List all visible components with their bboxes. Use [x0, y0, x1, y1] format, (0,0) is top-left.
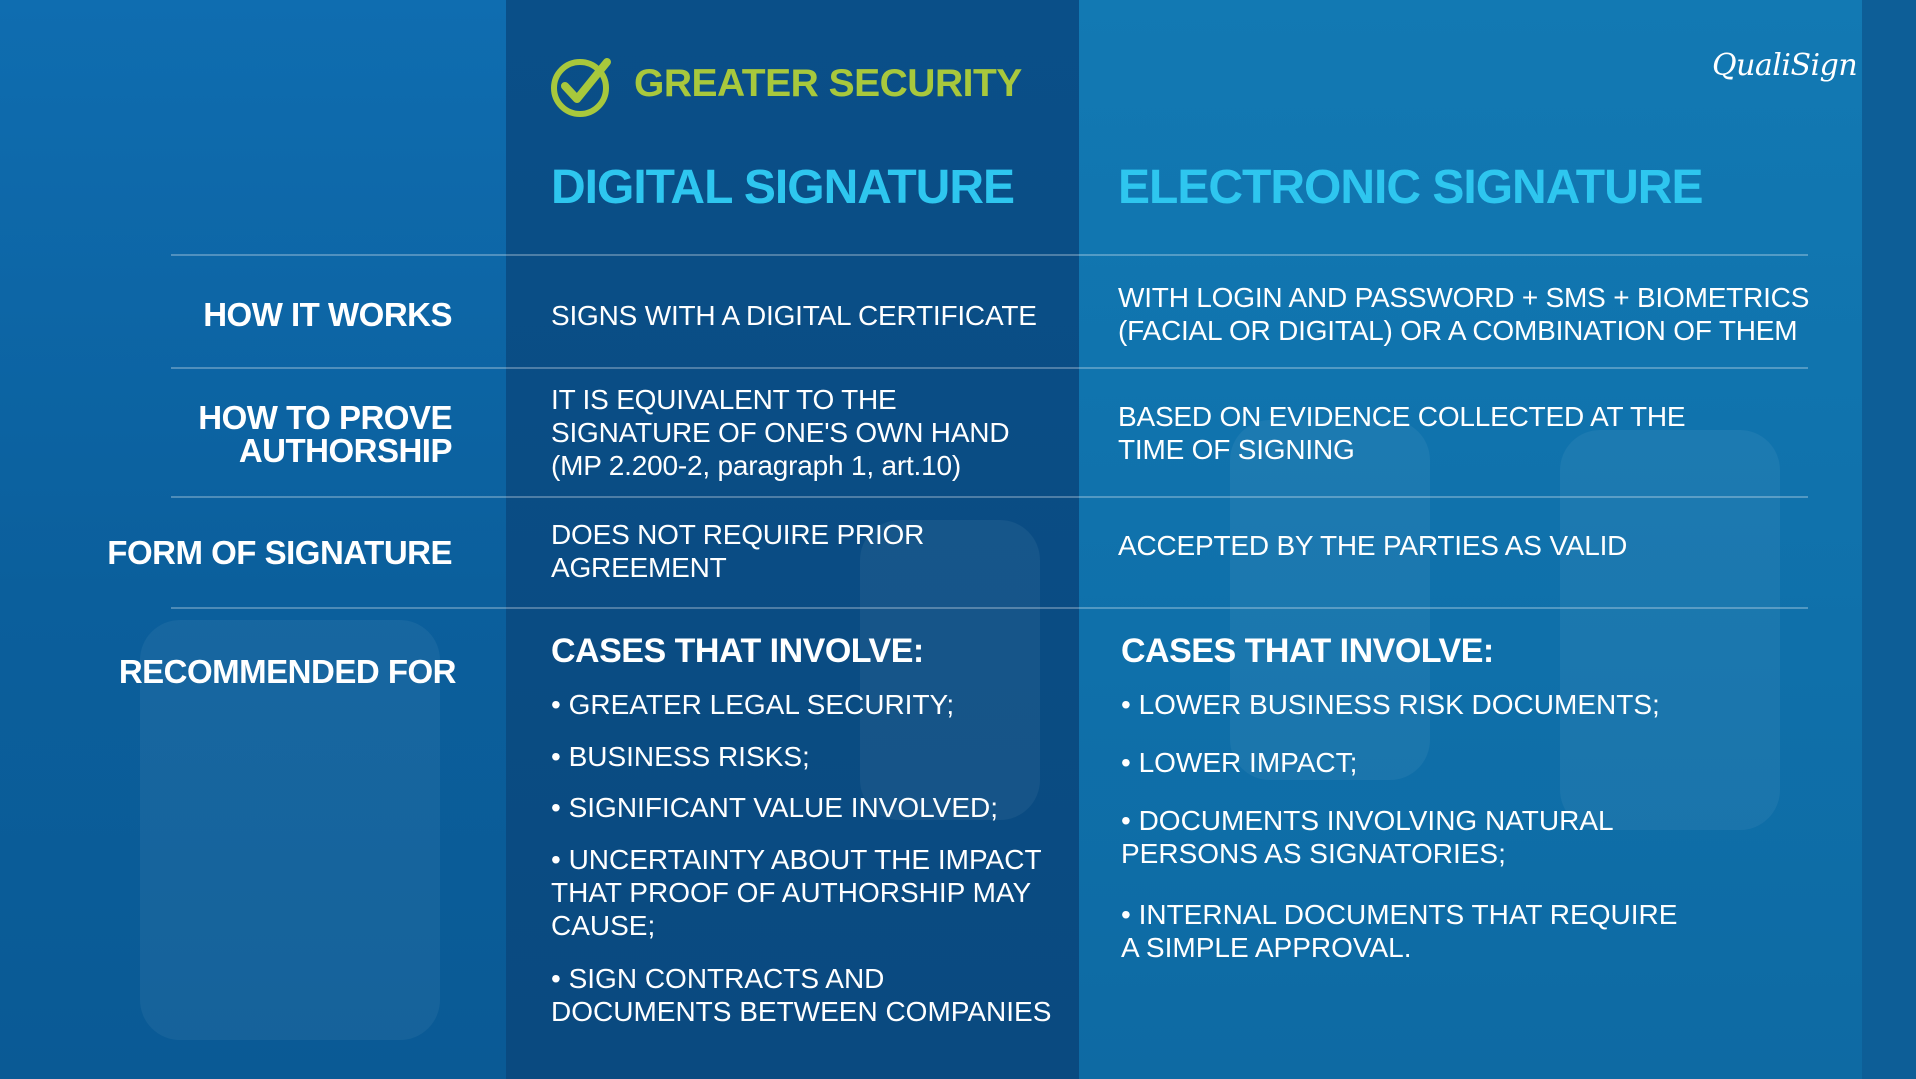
text-line: TIME OF SIGNING [1118, 434, 1355, 465]
prove-authorship-electronic: BASED ON EVIDENCE COLLECTED AT THE TIME … [1118, 400, 1686, 466]
text-line: SIGNATURE OF ONE'S OWN HAND [551, 417, 1010, 448]
brand-logo: QualiSign [1712, 48, 1858, 83]
text-line: AGREEMENT [551, 552, 727, 583]
list-item: • GREATER LEGAL SECURITY; [551, 689, 955, 720]
background-digital-column [506, 0, 1079, 1079]
background-electronic-column [1079, 0, 1862, 1079]
background-right-edge [1862, 0, 1916, 1079]
electronic-cases-list: • LOWER BUSINESS RISK DOCUMENTS; • LOWER… [1121, 688, 1677, 964]
row-label-form-of-signature: FORM OF SIGNATURE [107, 534, 452, 571]
text-line: (FACIAL OR DIGITAL) OR A COMBINATION OF … [1118, 315, 1798, 346]
background-figure [1230, 420, 1430, 780]
row-label-how-it-works: HOW IT WORKS [203, 296, 452, 333]
row-divider [171, 254, 1808, 256]
how-it-works-electronic: WITH LOGIN AND PASSWORD + SMS + BIOMETRI… [1118, 281, 1809, 347]
text-line: IT IS EQUIVALENT TO THE [551, 384, 897, 415]
electronic-cases-heading: CASES THAT INVOLVE: [1121, 632, 1494, 670]
background-figure [140, 620, 440, 1040]
list-item: • LOWER BUSINESS RISK DOCUMENTS; [1121, 689, 1660, 720]
text-line: AUTHORSHIP [238, 432, 453, 469]
form-of-signature-electronic: ACCEPTED BY THE PARTIES AS VALID [1118, 530, 1628, 561]
form-of-signature-digital: DOES NOT REQUIRE PRIOR AGREEMENT [551, 518, 924, 584]
list-item: • BUSINESS RISKS; [551, 741, 810, 772]
text-line: HOW TO PROVE [198, 399, 452, 436]
text-line: (MP 2.200-2, paragraph 1, art.10) [551, 450, 962, 481]
row-divider [171, 367, 1808, 369]
background-left-panel [0, 0, 506, 1079]
list-item: • DOCUMENTS INVOLVING NATURAL PERSONS AS… [1121, 805, 1614, 869]
row-label-recommended-for: RECOMMENDED FOR [118, 653, 457, 690]
background-figure [860, 520, 1040, 820]
list-item: • INTERNAL DOCUMENTS THAT REQUIRE A SIMP… [1121, 899, 1678, 963]
digital-cases-list: • GREATER LEGAL SECURITY; • BUSINESS RIS… [551, 688, 1051, 1028]
row-divider [171, 607, 1808, 609]
text-line: DOES NOT REQUIRE PRIOR [551, 519, 925, 550]
list-item: • LOWER IMPACT; [1121, 747, 1358, 778]
text-line: BASED ON EVIDENCE COLLECTED AT THE [1118, 401, 1686, 432]
how-it-works-digital: SIGNS WITH A DIGITAL CERTIFICATE [551, 300, 1037, 331]
brand-logo-text: QualiSign [1712, 48, 1858, 83]
background-figure [1560, 430, 1780, 830]
row-divider [171, 496, 1808, 498]
list-item: • SIGNIFICANT VALUE INVOLVED; [551, 792, 999, 823]
check-circle-icon [551, 58, 611, 117]
text-line: WITH LOGIN AND PASSWORD + SMS + BIOMETRI… [1118, 282, 1810, 313]
greater-security-badge: GREATER SECURITY [634, 62, 1022, 105]
row-label-prove-authorship: HOW TO PROVE AUTHORSHIP [198, 401, 452, 467]
electronic-signature-title: ELECTRONIC SIGNATURE [1118, 161, 1703, 214]
list-item: • UNCERTAINTY ABOUT THE IMPACT THAT PROO… [551, 844, 1042, 941]
list-item: • SIGN CONTRACTS AND DOCUMENTS BETWEEN C… [551, 963, 1052, 1027]
digital-cases-heading: CASES THAT INVOLVE: [551, 632, 924, 670]
prove-authorship-digital: IT IS EQUIVALENT TO THE SIGNATURE OF ONE… [551, 383, 1010, 482]
digital-signature-title: DIGITAL SIGNATURE [551, 161, 1015, 214]
